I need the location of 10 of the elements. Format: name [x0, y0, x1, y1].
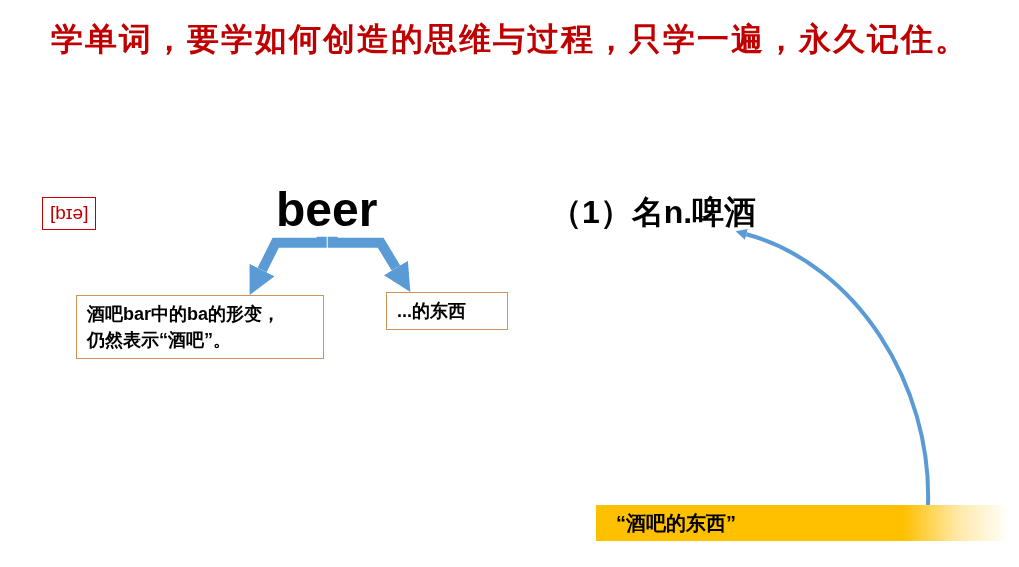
block-arrow [249, 236, 327, 296]
curved-arrow [735, 229, 930, 506]
note-box: ...的东西 [386, 292, 508, 331]
headword-text: beer [276, 184, 378, 237]
highlight-banner: “酒吧的东西” [596, 505, 1010, 541]
definition-text: （1）名n.啤酒 [550, 193, 757, 232]
block-arrow [327, 236, 411, 292]
note-box: 酒吧bar中的ba的形变，仍然表示“酒吧”。 [76, 295, 324, 360]
phonetic-box: [bɪə] [42, 197, 97, 230]
slide-title: 学单词，要学如何创造的思维与过程，只学一遍，永久记住。 [50, 20, 969, 59]
